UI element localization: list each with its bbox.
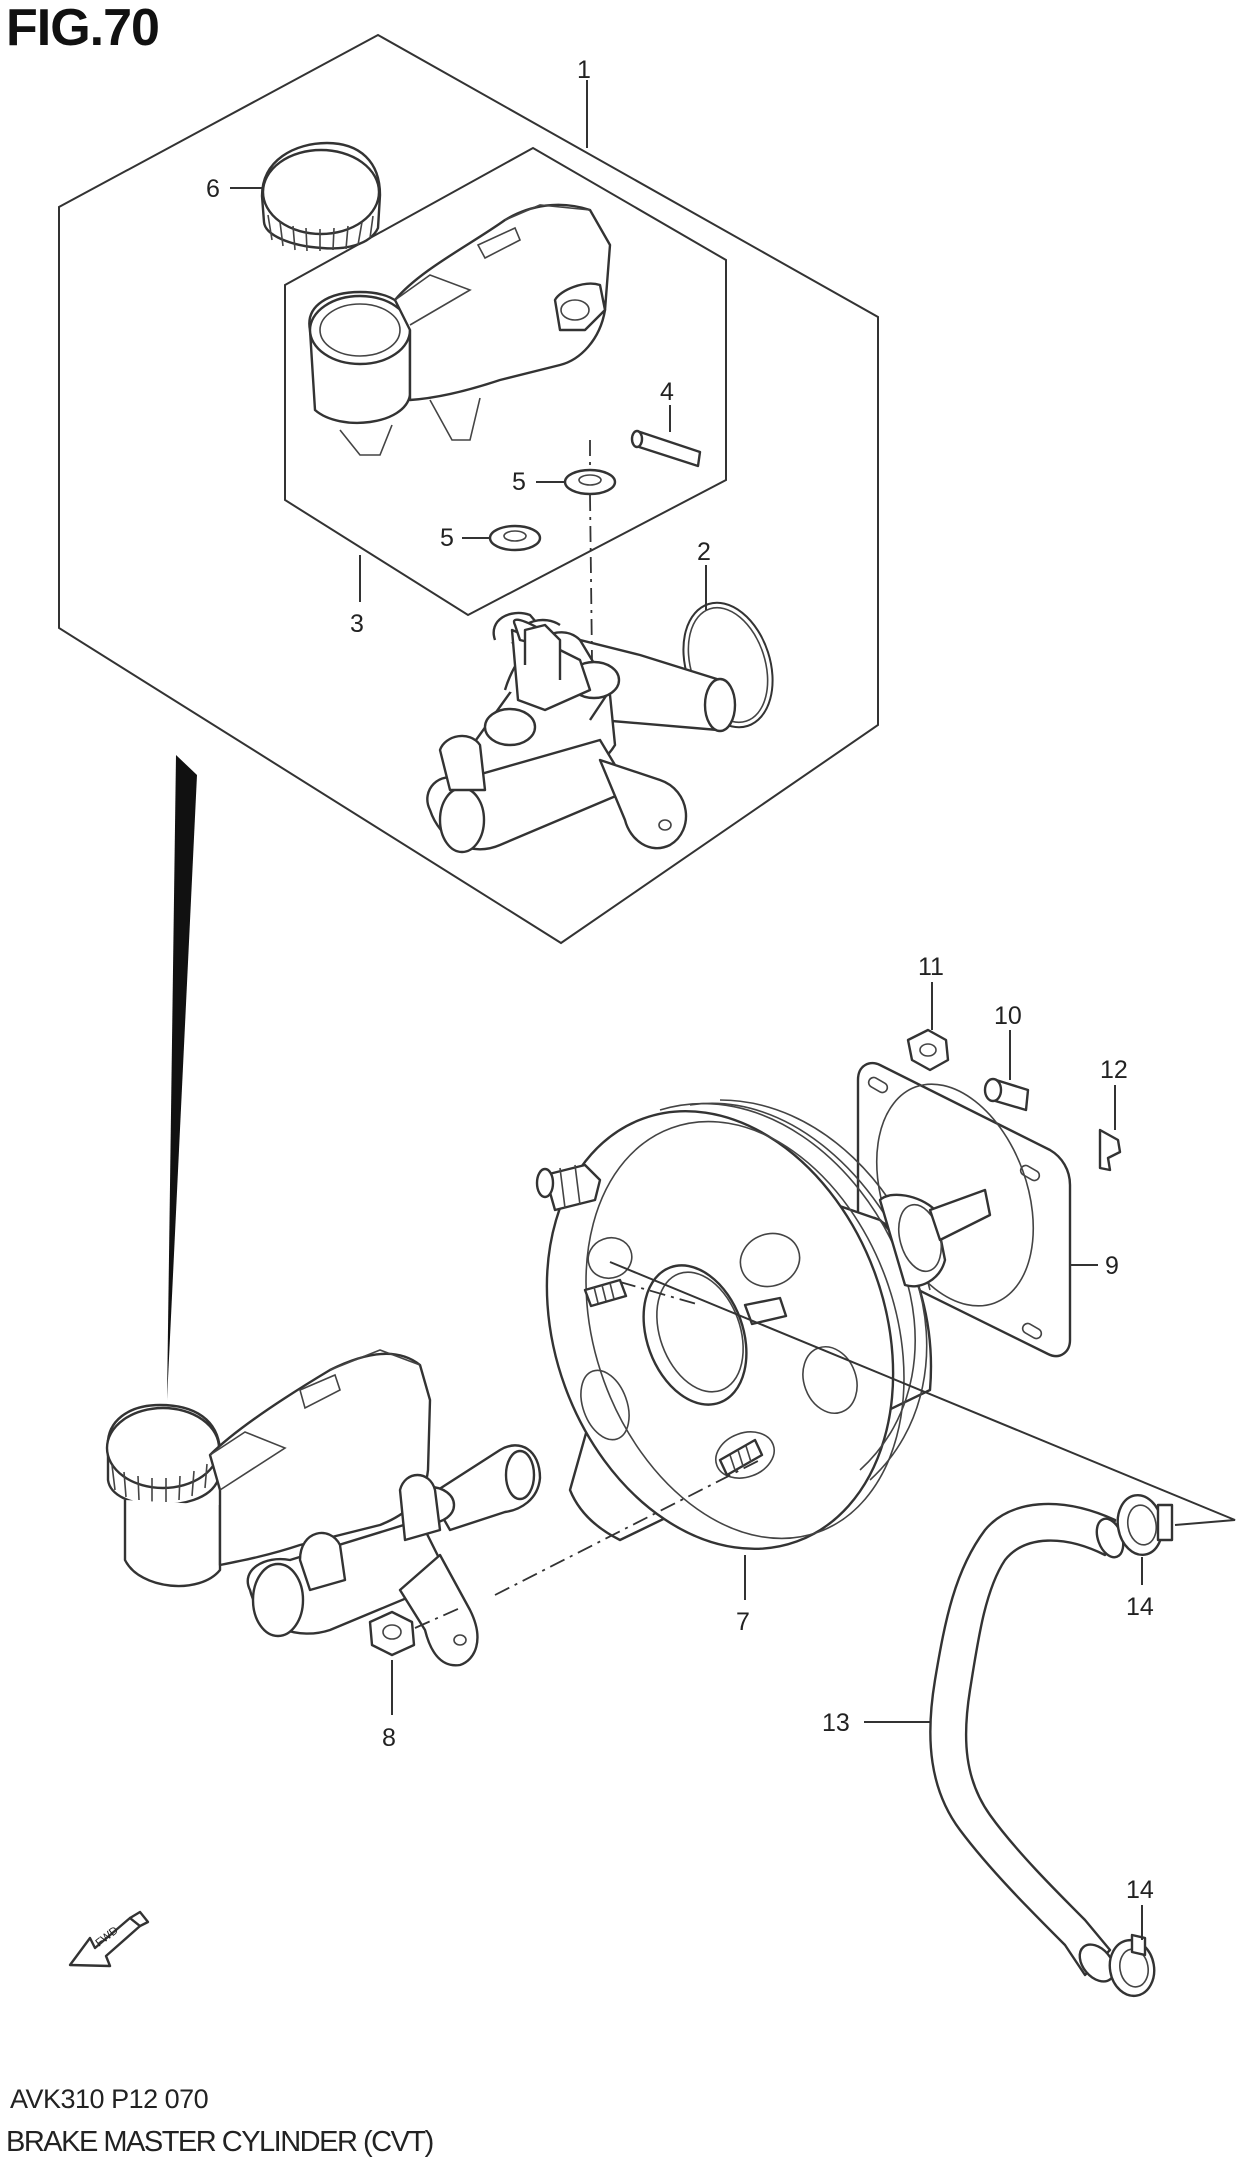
callout-10: 10 <box>994 1002 1022 1030</box>
callout-14a: 14 <box>1126 1593 1154 1621</box>
callout-11: 11 <box>918 953 944 981</box>
hose-clamp-part-14b <box>1108 1933 1156 1998</box>
callout-8: 8 <box>382 1724 396 1752</box>
callout-13: 13 <box>822 1709 850 1737</box>
hose-clamp-part-14a <box>1116 1494 1174 1556</box>
reservoir-tank-part-3 <box>308 203 612 456</box>
subassembly-3-outline <box>284 146 727 617</box>
fwd-arrow-icon: FWD <box>68 1910 150 1968</box>
master-cylinder-body-upper <box>426 611 737 854</box>
callout-6: 6 <box>206 175 220 203</box>
callout-14b: 14 <box>1126 1876 1154 1904</box>
callout-7: 7 <box>736 1608 750 1636</box>
callout-12: 12 <box>1100 1056 1128 1084</box>
callout-5a: 5 <box>512 468 526 496</box>
assembly-line-nut8-booster <box>414 1459 761 1629</box>
callout-3: 3 <box>350 610 364 638</box>
callout-1: 1 <box>577 56 591 84</box>
pin-part-10 <box>983 1077 1030 1112</box>
assembly-line-stud-booster <box>619 1281 701 1306</box>
nut-part-8 <box>368 1610 416 1657</box>
brake-booster-part-7 <box>535 1099 992 1551</box>
nut-part-11 <box>906 1028 950 1072</box>
assembly-1-outline <box>58 33 879 945</box>
assembly-line-grommet-cylinder <box>589 494 593 661</box>
callout-2: 2 <box>697 538 711 566</box>
fig-title: FIG.70 <box>6 0 160 57</box>
callout-9: 9 <box>1105 1252 1119 1280</box>
master-cylinder-lower <box>105 1349 542 1667</box>
vacuum-hose-part-13 <box>929 1502 1125 1983</box>
grommet-part-5b <box>488 524 542 552</box>
grommet-part-5a <box>563 468 617 496</box>
pointer-wedge <box>167 755 197 1400</box>
figure-name: BRAKE MASTER CYLINDER (CVT) <box>6 2126 434 2158</box>
pin-part-4 <box>630 429 702 468</box>
reservoir-cap-part-6 <box>260 141 382 252</box>
callout-5b: 5 <box>440 524 454 552</box>
callout-4: 4 <box>660 378 674 406</box>
figure-code: AVK310 P12 070 <box>10 2084 209 2114</box>
clip-part-12 <box>1098 1128 1122 1172</box>
leader-assembly-triangle <box>609 1261 1236 1526</box>
